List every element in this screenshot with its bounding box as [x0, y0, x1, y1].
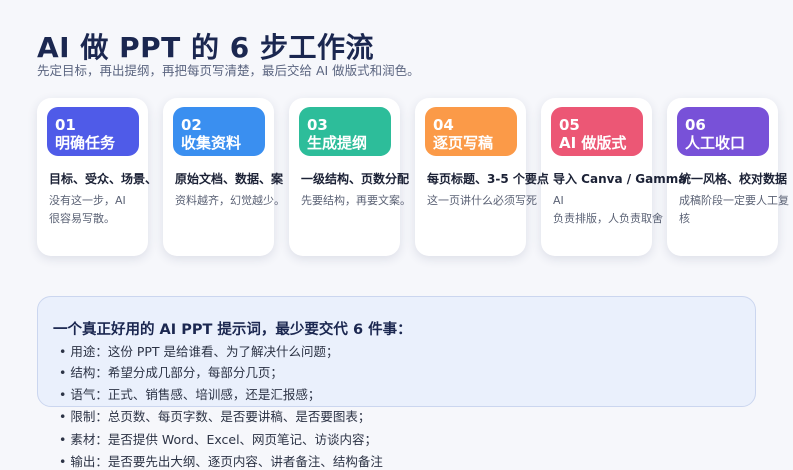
step-name: 生成提纲 — [307, 134, 368, 152]
step-name: AI 做版式 — [559, 134, 627, 152]
step-number: 02 — [181, 116, 202, 134]
step-name: 收集资料 — [181, 134, 242, 152]
step-badge: 04 逐页写稿 — [425, 107, 517, 156]
step-card-02: 02 收集资料 原始文档、数据、案 资料越齐，幻觉越少。 — [163, 98, 285, 256]
step-number: 05 — [559, 116, 580, 134]
step-card-06: 06 人工收口 统一风格、校对数据 成稿阶段一定要人工复核 — [667, 98, 789, 256]
step-desc: 成稿阶段一定要人工复核 — [679, 194, 789, 225]
step-card-05: 05 AI 做版式 导入 Canva / Gamma AI 负责排版，人负责取舍 — [541, 98, 686, 256]
prompt-heading: 一个真正好用的 AI PPT 提示词，最少要交代 6 件事： — [53, 322, 412, 338]
step-card-01: 01 明确任务 目标、受众、场景、 没有这一步，AI 很容易写散。 — [37, 98, 157, 256]
prompt-item: • 结构：希望分成几部分，每部分几页； — [59, 365, 283, 380]
prompt-item: • 限制：总页数、每页字数、是否要讲稿、是否要图表； — [59, 409, 371, 424]
step-number: 03 — [307, 116, 328, 134]
prompt-item: • 素材：是否提供 Word、Excel、网页笔记、访谈内容； — [59, 432, 378, 447]
step-title: 每页标题、3-5 个要点 — [427, 172, 549, 186]
step-name: 明确任务 — [55, 134, 116, 152]
prompt-item: • 语气：正式、销售感、培训感，还是汇报感； — [59, 387, 321, 402]
step-badge: 01 明确任务 — [47, 107, 139, 156]
step-desc: 这一页讲什么必须写死 — [427, 194, 537, 207]
prompt-item: • 用途：这份 PPT 是给谁看、为了解决什么问题； — [59, 344, 339, 359]
step-number: 04 — [433, 116, 454, 134]
step-desc: 先要结构，再要文案。 — [301, 194, 411, 207]
step-title: 导入 Canva / Gamma — [553, 172, 687, 186]
step-title: 一级结构、页数分配 — [301, 172, 410, 186]
step-number: 06 — [685, 116, 706, 134]
step-desc: AI 负责排版，人负责取舍 — [553, 194, 663, 225]
step-badge: 02 收集资料 — [173, 107, 265, 156]
step-name: 逐页写稿 — [433, 134, 494, 152]
step-desc: 资料越齐，幻觉越少。 — [175, 194, 285, 207]
prompt-item: • 输出：是否要先出大纲、逐页内容、讲者备注、结构备注 — [59, 454, 383, 469]
step-name: 人工收口 — [685, 134, 746, 152]
step-badge: 06 人工收口 — [677, 107, 769, 156]
step-card-04: 04 逐页写稿 每页标题、3-5 个要点 这一页讲什么必须写死 — [415, 98, 549, 256]
page-title: AI 做 PPT 的 6 步工作流 — [37, 31, 374, 64]
step-title: 目标、受众、场景、 — [49, 172, 158, 186]
step-badge: 05 AI 做版式 — [551, 107, 643, 156]
step-number: 01 — [55, 116, 76, 134]
step-title: 统一风格、校对数据 — [679, 172, 788, 186]
step-badge: 03 生成提纲 — [299, 107, 391, 156]
prompt-panel — [37, 296, 756, 407]
step-desc: 没有这一步，AI 很容易写散。 — [49, 194, 126, 225]
page-subtitle: 先定目标，再出提纲，再把每页写清楚，最后交给 AI 做版式和润色。 — [37, 63, 420, 78]
step-card-03: 03 生成提纲 一级结构、页数分配 先要结构，再要文案。 — [289, 98, 411, 256]
step-title: 原始文档、数据、案 — [175, 172, 284, 186]
